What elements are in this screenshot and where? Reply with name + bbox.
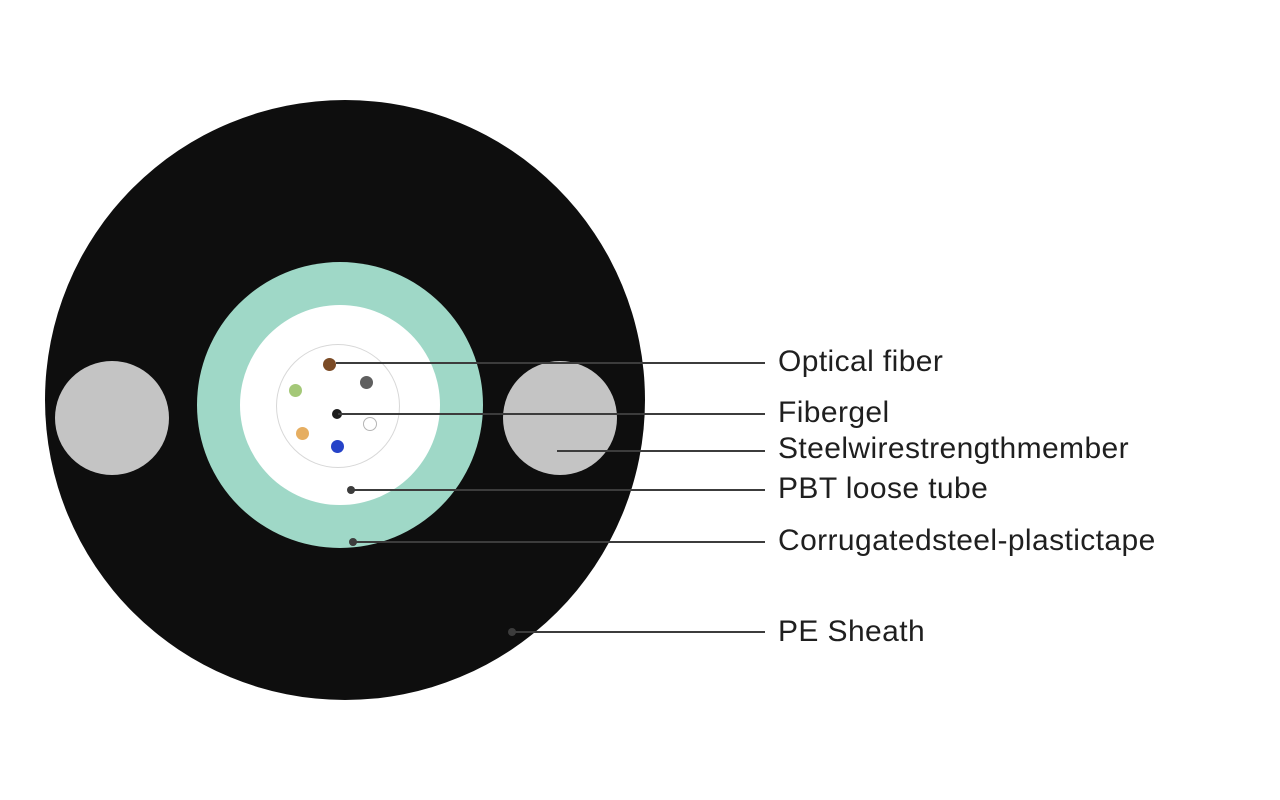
fiber-dot-brown	[323, 358, 336, 371]
loose-tube-outline-circle	[276, 344, 400, 468]
leader-line-pe-sheath	[512, 631, 765, 633]
label-pe-sheath: PE Sheath	[778, 615, 926, 648]
leader-line-pbt-loose-tube	[351, 489, 765, 491]
leader-line-steel-wire-strength-member	[557, 450, 765, 452]
leader-line-corrugated-tape	[353, 541, 765, 543]
fiber-dot-white	[363, 417, 377, 431]
label-corrugated-tape: Corrugatedsteel-plastictape	[778, 524, 1156, 557]
fibergel-dot	[332, 409, 342, 419]
fiber-dot-orange	[296, 427, 309, 440]
fiber-dot-blue	[331, 440, 344, 453]
fiber-dot-green	[289, 384, 302, 397]
label-steel-wire-strength-member: Steelwirestrengthmember	[778, 432, 1130, 465]
label-optical-fiber: Optical fiber	[778, 345, 944, 378]
steel-wire-left-circle	[55, 361, 169, 475]
steel-wire-right-circle	[503, 361, 617, 475]
leader-line-fibergel	[338, 413, 765, 415]
label-fibergel: Fibergel	[778, 396, 890, 429]
leader-line-optical-fiber	[336, 362, 765, 364]
label-pbt-loose-tube: PBT loose tube	[778, 472, 989, 505]
fiber-dot-gray	[360, 376, 373, 389]
